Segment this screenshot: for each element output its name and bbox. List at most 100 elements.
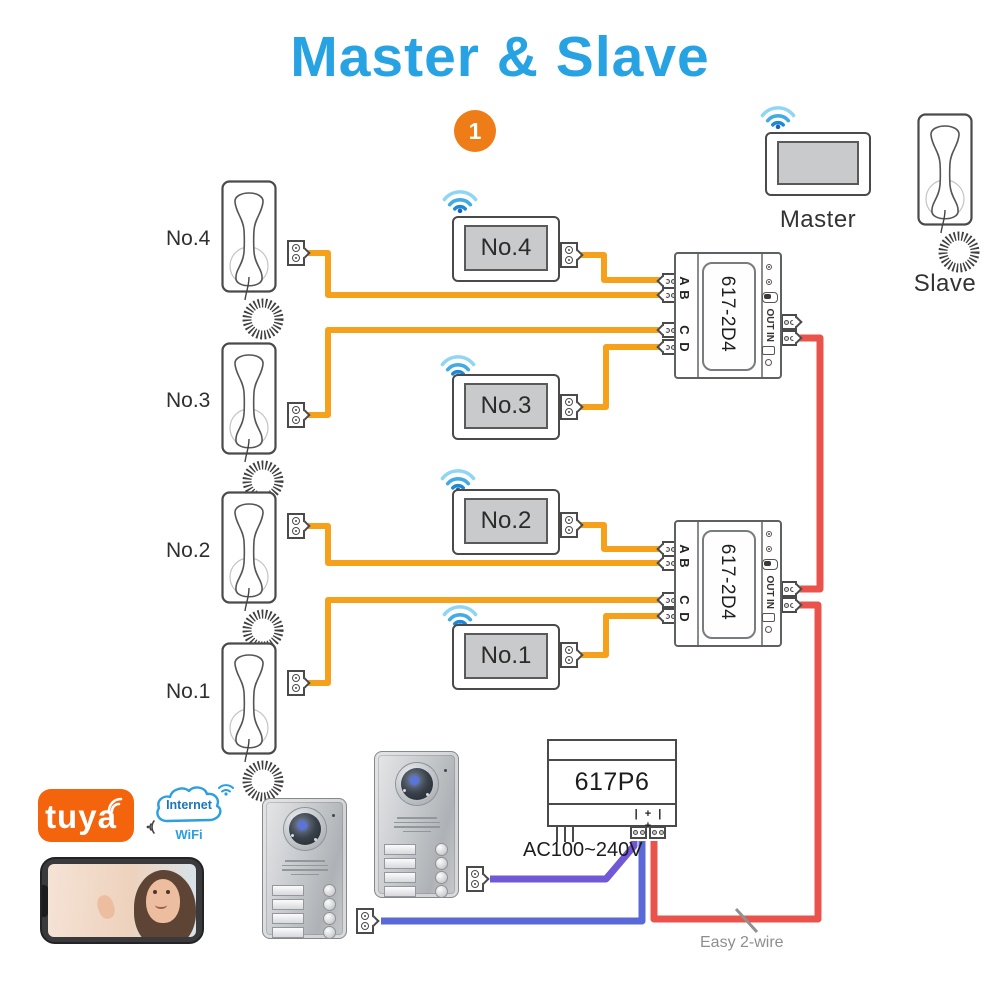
wire-dist1-in-to-dist2-out — [799, 334, 824, 593]
handset-no4-label: No.4 — [166, 227, 211, 250]
tuya-logo: tuya — [38, 789, 134, 842]
camera-glint — [409, 776, 419, 785]
distributor-1 — [674, 252, 782, 379]
dist1-terminal-b: B — [677, 290, 692, 300]
monitor-no2: No.2 — [452, 489, 560, 555]
connector-dist1-in — [781, 330, 797, 346]
psu-prong — [556, 827, 558, 842]
door2-nameplate — [384, 858, 416, 869]
monitor-no4: No.4 — [452, 216, 560, 282]
person-hand — [94, 892, 118, 921]
tuya-logo-text: tuya — [45, 797, 117, 835]
button-icon — [762, 346, 775, 355]
camera-dot — [425, 793, 429, 796]
wire-handset2-to-dist2-b — [306, 523, 661, 566]
connector-psu-2 — [649, 826, 666, 839]
door1-nameplate — [272, 885, 304, 896]
door2-call-button — [435, 871, 448, 884]
dist1-terminal-c: C — [677, 325, 692, 335]
wire-handset3-to-dist1-c — [306, 327, 661, 418]
distributor-1-model: 617-2D4 — [717, 275, 738, 353]
door2-speaker-icon — [393, 814, 440, 835]
divider — [697, 522, 699, 645]
door1-call-button — [323, 926, 336, 939]
camera-dot — [313, 838, 317, 841]
step-badge: 1 — [454, 110, 496, 152]
camera-glint — [297, 821, 307, 830]
door1-call-button — [323, 912, 336, 925]
distributor-2 — [674, 520, 782, 647]
person-smile — [154, 901, 167, 909]
monitor-no4-screen: No.4 — [464, 225, 548, 271]
handset-no1 — [221, 642, 284, 802]
door1-camera-icon — [283, 808, 326, 850]
connector-monitor2 — [560, 512, 578, 538]
connector-handset2 — [287, 513, 305, 539]
button-icon — [762, 613, 775, 622]
easy-2wire-tick — [734, 907, 759, 934]
connector-handset1 — [287, 670, 305, 696]
led-icon — [765, 359, 772, 366]
psu-line — [549, 759, 675, 761]
connector-psu-1 — [630, 826, 647, 839]
psu-prong — [572, 827, 574, 842]
door2-call-button — [435, 843, 448, 856]
smartphone-screen — [48, 864, 196, 937]
camera-dot — [290, 834, 294, 837]
connector-handset3 — [287, 402, 305, 428]
person-eye — [166, 890, 171, 895]
monitor-no1: No.1 — [452, 624, 560, 690]
psu-input-label: AC100~240V — [523, 839, 643, 861]
wire-door1-to-psu — [381, 841, 646, 925]
tuya-signal-icon — [107, 797, 123, 813]
power-supply: 617P6 — [547, 739, 677, 827]
connector-door1 — [356, 908, 374, 934]
handset-no3-label: No.3 — [166, 389, 211, 412]
signal-waves-icon — [146, 820, 155, 834]
wire-handset1-to-dist2-c — [306, 597, 661, 686]
door1-speaker-icon — [281, 857, 328, 878]
dist2-terminal-c: C — [677, 595, 692, 605]
dist2-terminal-b: B — [677, 558, 692, 568]
wifi-icon-monitor2 — [440, 469, 476, 492]
screw-icon — [766, 531, 772, 537]
door2-call-button — [435, 857, 448, 870]
master-monitor — [765, 132, 871, 196]
screw-icon — [766, 279, 772, 285]
wire-handset4-to-dist1-b — [306, 250, 661, 298]
page-title: Master & Slave — [290, 25, 710, 89]
dist1-terminal-a: A — [677, 276, 692, 286]
connector-dist1-out — [781, 314, 797, 330]
camera-dot — [402, 789, 406, 792]
handset-no3 — [221, 342, 284, 502]
connector-door2 — [466, 866, 484, 892]
door2-nameplate — [384, 886, 416, 897]
switch-icon — [762, 292, 778, 303]
door1-call-button — [323, 884, 336, 897]
door1-call-button — [323, 898, 336, 911]
power-supply-model: 617P6 — [574, 767, 650, 796]
connector-monitor3 — [560, 394, 578, 420]
door-station-2 — [374, 751, 459, 898]
door1-nameplate — [272, 927, 304, 938]
divider — [761, 254, 763, 377]
wire-monitor4-to-dist1-a — [580, 252, 661, 283]
slave-handset — [917, 113, 980, 273]
wire-monitor2-to-dist2-a — [580, 522, 661, 552]
switch-icon — [762, 559, 778, 570]
screw-icon — [766, 546, 772, 552]
mic-dot-icon — [332, 814, 335, 817]
distributor-2-plate — [702, 530, 756, 639]
wifi-icon-master — [760, 106, 796, 129]
psu-terminal-marks: | + | + — [634, 808, 664, 832]
dist2-terminal-d: D — [677, 612, 692, 622]
wifi-label: WiFi — [175, 827, 203, 842]
connector-dist2-out — [781, 581, 797, 597]
screw-icon — [766, 264, 772, 270]
internet-label: Internet — [166, 798, 212, 812]
slave-label: Slave — [913, 270, 977, 297]
door-station-1 — [262, 798, 347, 939]
divider — [761, 522, 763, 645]
dist2-in-label: IN — [764, 599, 775, 609]
